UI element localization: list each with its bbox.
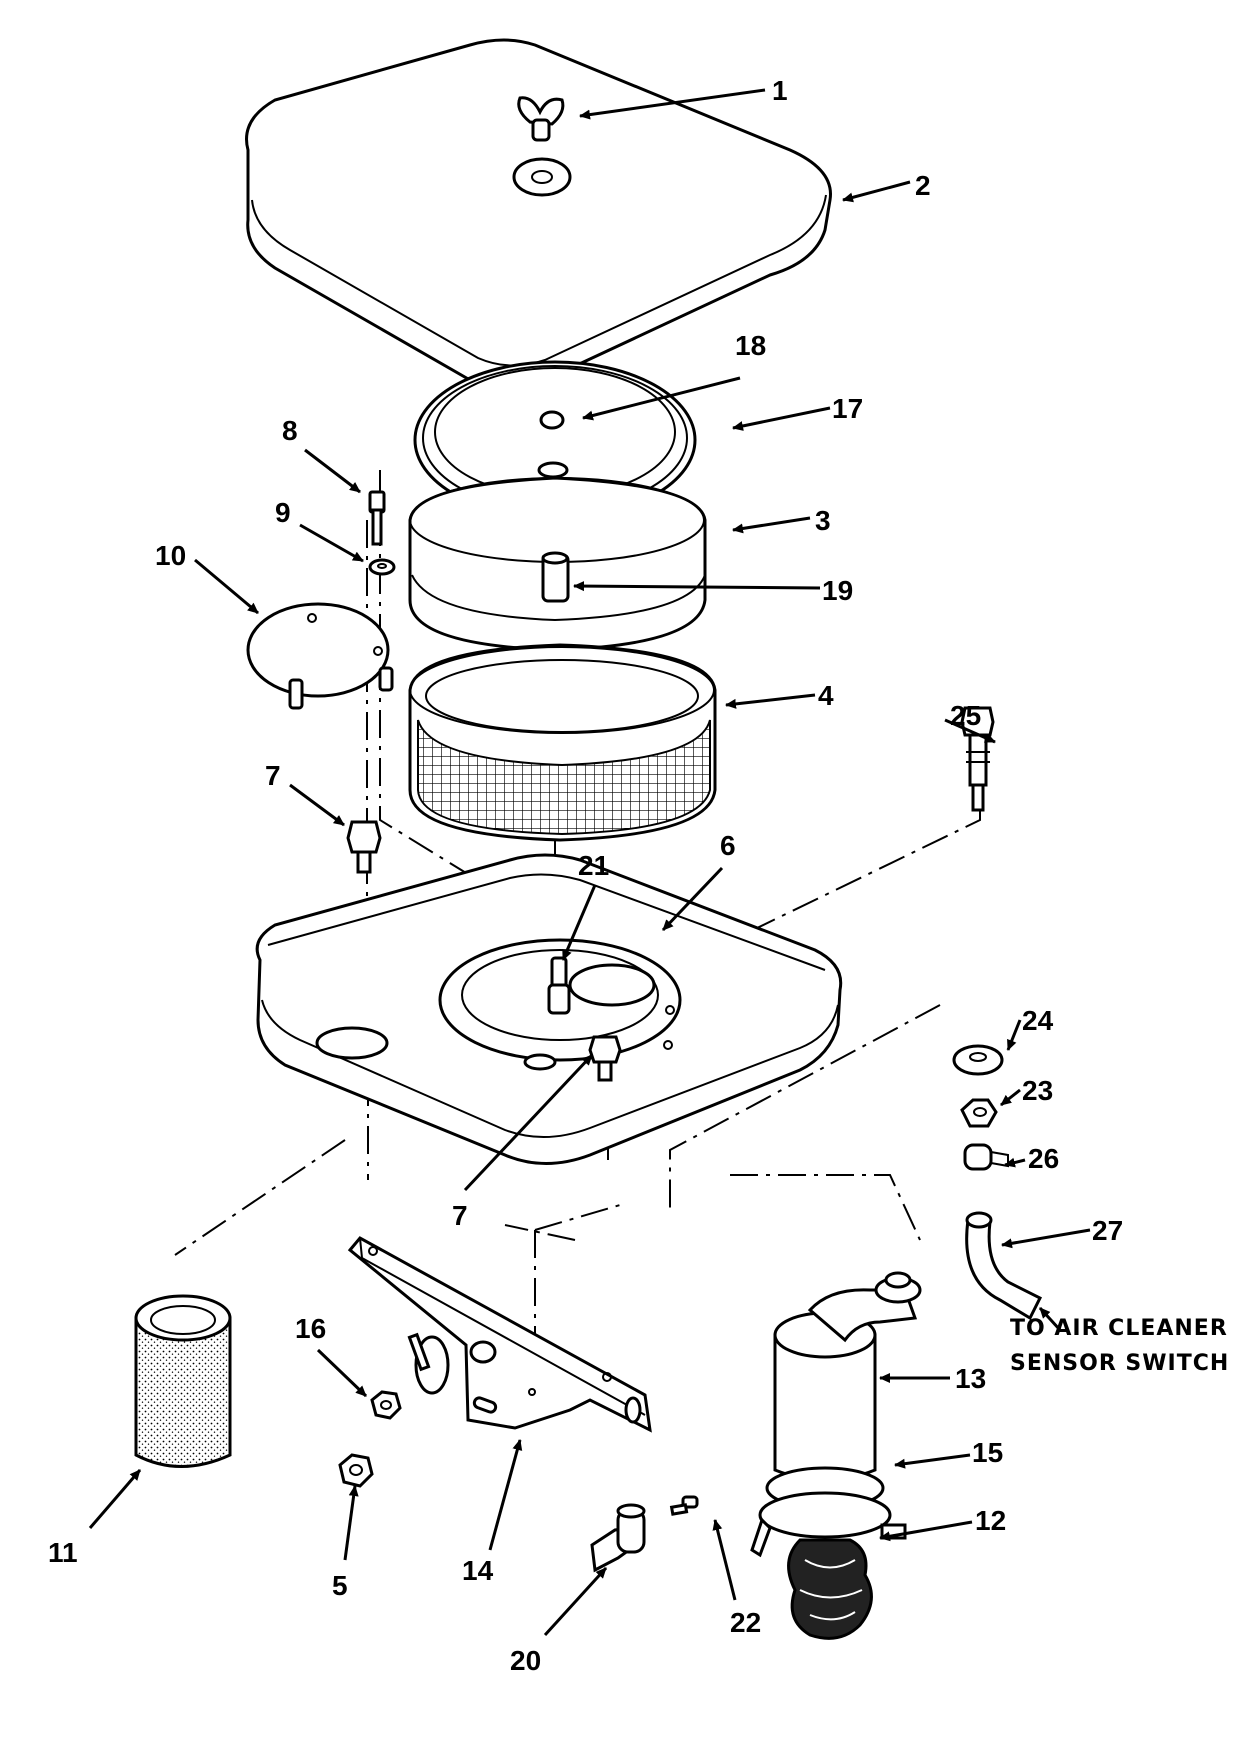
callout-24: 24: [1022, 1005, 1054, 1036]
callout-12: 12: [975, 1505, 1006, 1536]
mounting-bracket: [347, 1236, 652, 1433]
screw-base: [588, 1035, 622, 1082]
callout-6: 6: [720, 830, 736, 861]
callout-2: 2: [915, 170, 931, 201]
callout-21: 21: [578, 850, 609, 881]
callout-16: 16: [295, 1313, 326, 1344]
screw-22: [669, 1495, 699, 1516]
clip: [590, 1503, 646, 1573]
dust-valve: [787, 1538, 873, 1640]
nut-5: [338, 1453, 374, 1488]
clamp-26: [963, 1143, 1009, 1171]
callout-7-base: 7: [452, 1200, 468, 1231]
callout-22: 22: [730, 1607, 761, 1638]
callout-14: 14: [462, 1555, 494, 1586]
nut-23: [960, 1098, 998, 1128]
leader-arrows: [88, 88, 1091, 1637]
callout-15: 15: [972, 1437, 1003, 1468]
callout-23: 23: [1022, 1075, 1053, 1106]
callout-10: 10: [155, 540, 186, 571]
callout-11: 11: [48, 1537, 78, 1568]
note-line-1: TO AIR CLEANER: [1010, 1316, 1228, 1341]
callout-5: 5: [332, 1570, 348, 1601]
screw-top: [346, 820, 382, 874]
wing-nut: [517, 96, 565, 142]
callout-4: 4: [818, 680, 834, 711]
washer-24: [952, 1044, 1004, 1076]
tube: [134, 1294, 232, 1468]
nut-16: [370, 1390, 402, 1420]
stud: [547, 956, 571, 1015]
callout-18: 18: [735, 330, 766, 361]
callout-19: 19: [822, 575, 853, 606]
callout-8: 8: [282, 415, 298, 446]
callout-26: 26: [1028, 1143, 1059, 1174]
callout-3: 3: [815, 505, 831, 536]
callout-1: 1: [772, 75, 788, 106]
callout-25: 25: [950, 700, 981, 731]
bracket-plate: [246, 602, 394, 710]
bolt-and-washer: [368, 490, 396, 576]
callout-labels: 1 2 3 4 5 6 7 7 8 9 10 11 12 13 14 15 16…: [48, 75, 1229, 1676]
hose-27: [965, 1211, 1043, 1321]
callout-7-top: 7: [265, 760, 281, 791]
precleaner: [750, 1271, 922, 1558]
callout-17: 17: [832, 393, 863, 424]
callout-13: 13: [955, 1363, 986, 1394]
callout-20: 20: [510, 1645, 541, 1676]
callout-9: 9: [275, 497, 291, 528]
housing-band: [408, 476, 707, 652]
callout-27: 27: [1092, 1215, 1123, 1246]
note-line-2: SENSOR SWITCH: [1010, 1351, 1229, 1376]
filter-element: [408, 643, 717, 842]
